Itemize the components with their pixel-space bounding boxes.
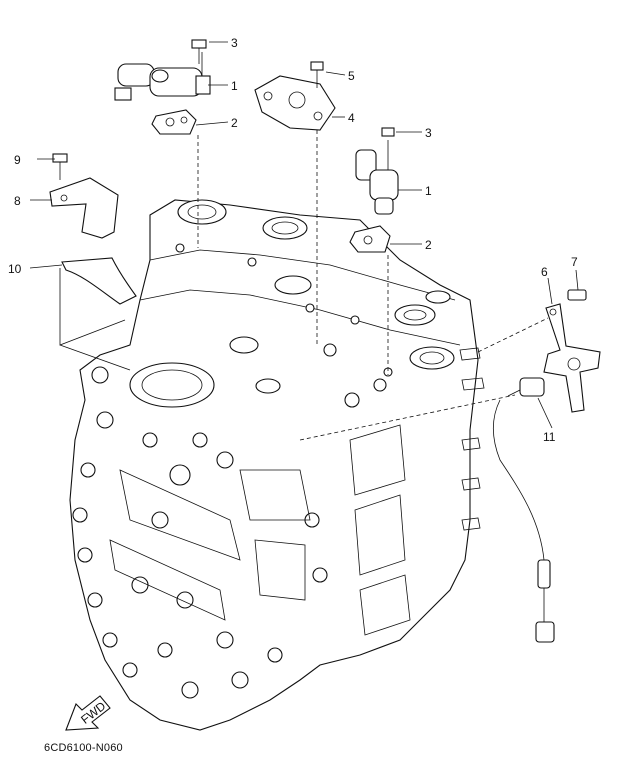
solenoid-valve-right: [355, 140, 399, 215]
bolt-9: [52, 153, 68, 180]
callout-1-top-left: 1: [231, 79, 238, 93]
bolt-5: [310, 61, 324, 88]
cover-plate-4: [254, 75, 336, 131]
bolt-3-left: [191, 39, 207, 64]
clip-10: [61, 257, 137, 305]
knock-sensor-11: [492, 377, 555, 643]
callout-numbers: 3 1 2 5 4 3 1 2 9 8 10 6 7 11: [8, 36, 578, 444]
drawing-code: 6CD6100-N060: [44, 742, 123, 754]
callout-9: 9: [14, 153, 21, 167]
gasket-2-right: [349, 225, 391, 253]
callout-3-right: 3: [425, 126, 432, 140]
bracket-8: [49, 177, 119, 239]
callout-2-right: 2: [425, 238, 432, 252]
callout-10: 10: [8, 262, 22, 276]
callout-3-top-left: 3: [231, 36, 238, 50]
callout-1-right: 1: [425, 184, 432, 198]
bolt-3-right: [381, 127, 395, 137]
callout-5: 5: [348, 69, 355, 83]
leader-lines: [29, 41, 579, 429]
fwd-arrow: FWD: [65, 695, 111, 731]
callout-4: 4: [348, 111, 355, 125]
solenoid-valve-left: [114, 52, 211, 101]
bolt-7: [567, 289, 587, 301]
bracket-6: [543, 303, 601, 413]
alignment-lines: [59, 130, 549, 441]
callout-8: 8: [14, 194, 21, 208]
callout-2-top-left: 2: [231, 116, 238, 130]
callout-6: 6: [541, 265, 548, 279]
callout-11: 11: [543, 430, 556, 444]
gasket-2-left: [151, 109, 197, 135]
cylinder-block: [69, 199, 485, 731]
callout-7: 7: [571, 255, 578, 269]
